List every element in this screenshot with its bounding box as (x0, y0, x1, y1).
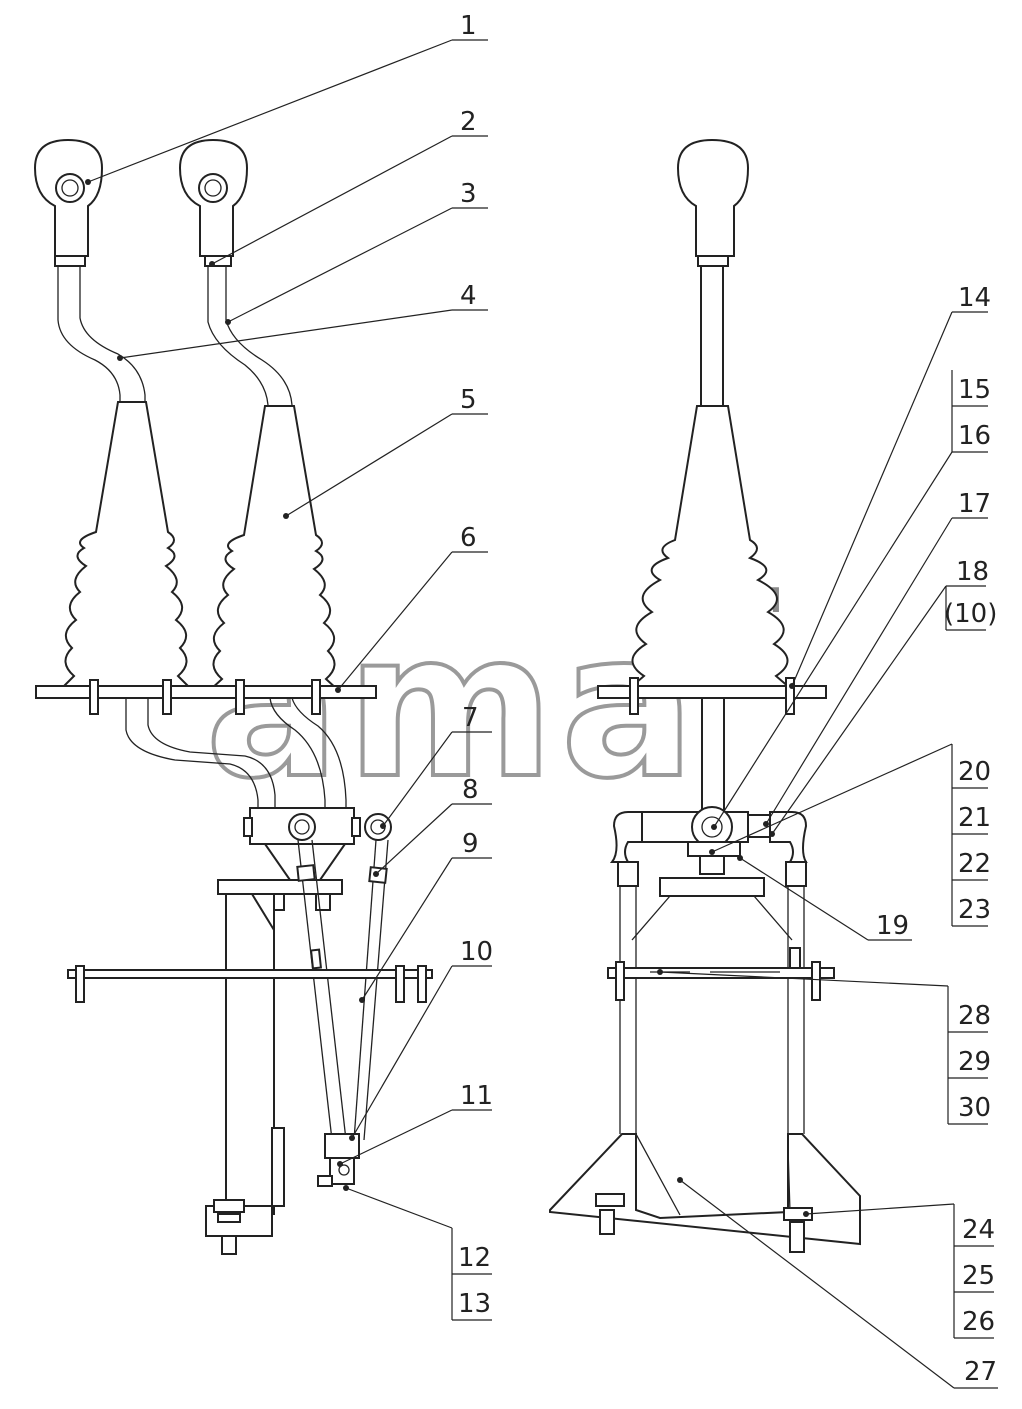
callout-15: 15 (958, 375, 991, 405)
boot-left-1 (59, 401, 193, 689)
knob-left-2 (178, 138, 249, 267)
callout-2: 2 (460, 107, 477, 137)
callout-22: 22 (958, 849, 991, 879)
callout-4: 4 (460, 281, 477, 311)
callout-18: 18 (956, 557, 989, 587)
callout-1: 1 (460, 11, 477, 41)
callout-23: 23 (958, 895, 991, 925)
callout-30: 30 (958, 1093, 991, 1123)
middle-plate-bolts (75, 965, 427, 1003)
callout-20: 20 (958, 757, 991, 787)
knob-left-1 (33, 138, 104, 267)
callout-5: 5 (460, 385, 477, 415)
callout-29: 29 (958, 1047, 991, 1077)
callout-17: 17 (958, 489, 991, 519)
callout-28: 28 (958, 1001, 991, 1031)
callout-9: 9 (462, 829, 479, 859)
callout-6: 6 (460, 523, 477, 553)
callout-25: 25 (962, 1261, 995, 1291)
callout-14: 14 (958, 283, 991, 313)
callout-24: 24 (962, 1215, 995, 1245)
callout-11: 11 (460, 1081, 493, 1111)
callout-7: 7 (462, 703, 479, 733)
plate-bolts-left (89, 679, 321, 715)
callout-18b: (10) (944, 599, 997, 629)
left-view (33, 138, 433, 1255)
callout-12: 12 (458, 1243, 491, 1273)
callout-16: 16 (958, 421, 991, 451)
callout-26: 26 (962, 1307, 995, 1337)
callout-13: 13 (458, 1289, 491, 1319)
base-bracket-left (205, 1127, 285, 1255)
pivot-block-left (243, 807, 392, 881)
callout-8: 8 (462, 775, 479, 805)
callout-10: 10 (460, 937, 493, 967)
boot-left-2 (207, 405, 341, 691)
callouts: 1 2 3 4 5 6 7 8 (85, 11, 998, 1389)
right-view (549, 138, 861, 1253)
callout-21: 21 (958, 803, 991, 833)
callout-3: 3 (460, 179, 477, 209)
callout-19: 19 (876, 911, 909, 941)
callout-27: 27 (964, 1357, 997, 1387)
